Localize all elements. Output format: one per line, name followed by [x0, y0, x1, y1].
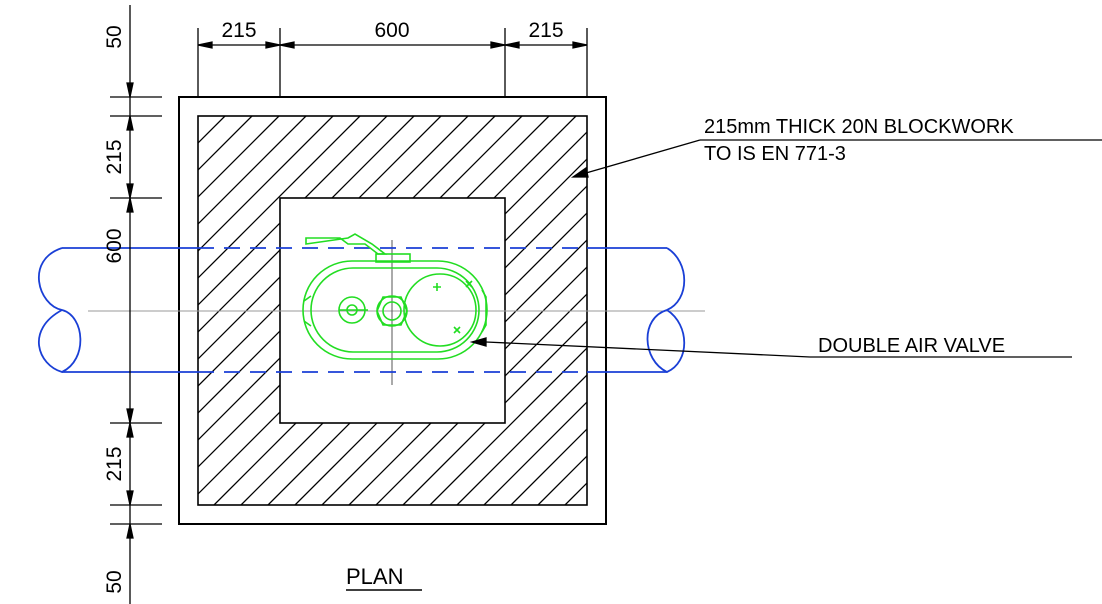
valve-leader-line	[485, 341, 811, 358]
blockwork-label-line1: 215mm THICK 20N BLOCKWORK	[704, 116, 1014, 138]
blockwork-leader-line	[585, 139, 701, 174]
hatch-line	[198, 116, 280, 505]
hatch-line	[198, 116, 334, 505]
valve-mark-2	[453, 326, 461, 334]
dim-top-215-left: 215	[221, 19, 256, 42]
hatch-line	[198, 116, 361, 505]
valve-lever	[305, 233, 388, 255]
dim-left-50-bottom: 50	[103, 570, 126, 593]
plan-title: PLAN	[346, 564, 403, 589]
hatch-line	[198, 116, 388, 505]
valve-body-outer	[302, 260, 488, 360]
valve-flange-top	[375, 253, 411, 263]
pipe-break-left	[37, 247, 82, 373]
valve-leader-arrow	[469, 337, 487, 347]
valve-side-right	[481, 289, 487, 333]
valve-mark-1	[465, 280, 473, 288]
valve-label: DOUBLE AIR VALVE	[818, 335, 1005, 357]
centre-lines	[88, 240, 705, 385]
blockwork-label-line2: TO IS EN 771-3	[704, 143, 846, 165]
dim-top-600: 600	[374, 19, 409, 42]
valve-isolator-inner	[382, 301, 402, 321]
pipe	[37, 247, 686, 373]
hatch-line	[510, 116, 587, 505]
top-dimension-chain	[197, 28, 588, 97]
valve-mark-3	[433, 283, 441, 291]
dim-left-215-top: 215	[103, 139, 126, 174]
dim-left-600: 600	[103, 228, 126, 263]
hatch-line	[402, 116, 587, 505]
pipe-break-right	[646, 247, 686, 373]
hatch-line	[198, 116, 307, 505]
hatch-line	[483, 116, 587, 505]
hatch-line	[429, 116, 587, 505]
hatch-line	[456, 116, 587, 505]
dim-left-50-top: 50	[103, 25, 126, 48]
valve-body-inner	[310, 267, 480, 353]
valve-side-left	[303, 295, 312, 327]
dim-top-215-right: 215	[528, 19, 563, 42]
leaders	[469, 139, 1102, 358]
blockwork-leader-arrow	[570, 166, 589, 178]
left-dimension-chain	[110, 5, 162, 604]
valve-isolator-ring	[376, 296, 408, 326]
dim-left-215-bottom: 215	[103, 446, 126, 481]
double-air-valve	[302, 233, 488, 360]
valve-orifice-large	[403, 273, 477, 347]
